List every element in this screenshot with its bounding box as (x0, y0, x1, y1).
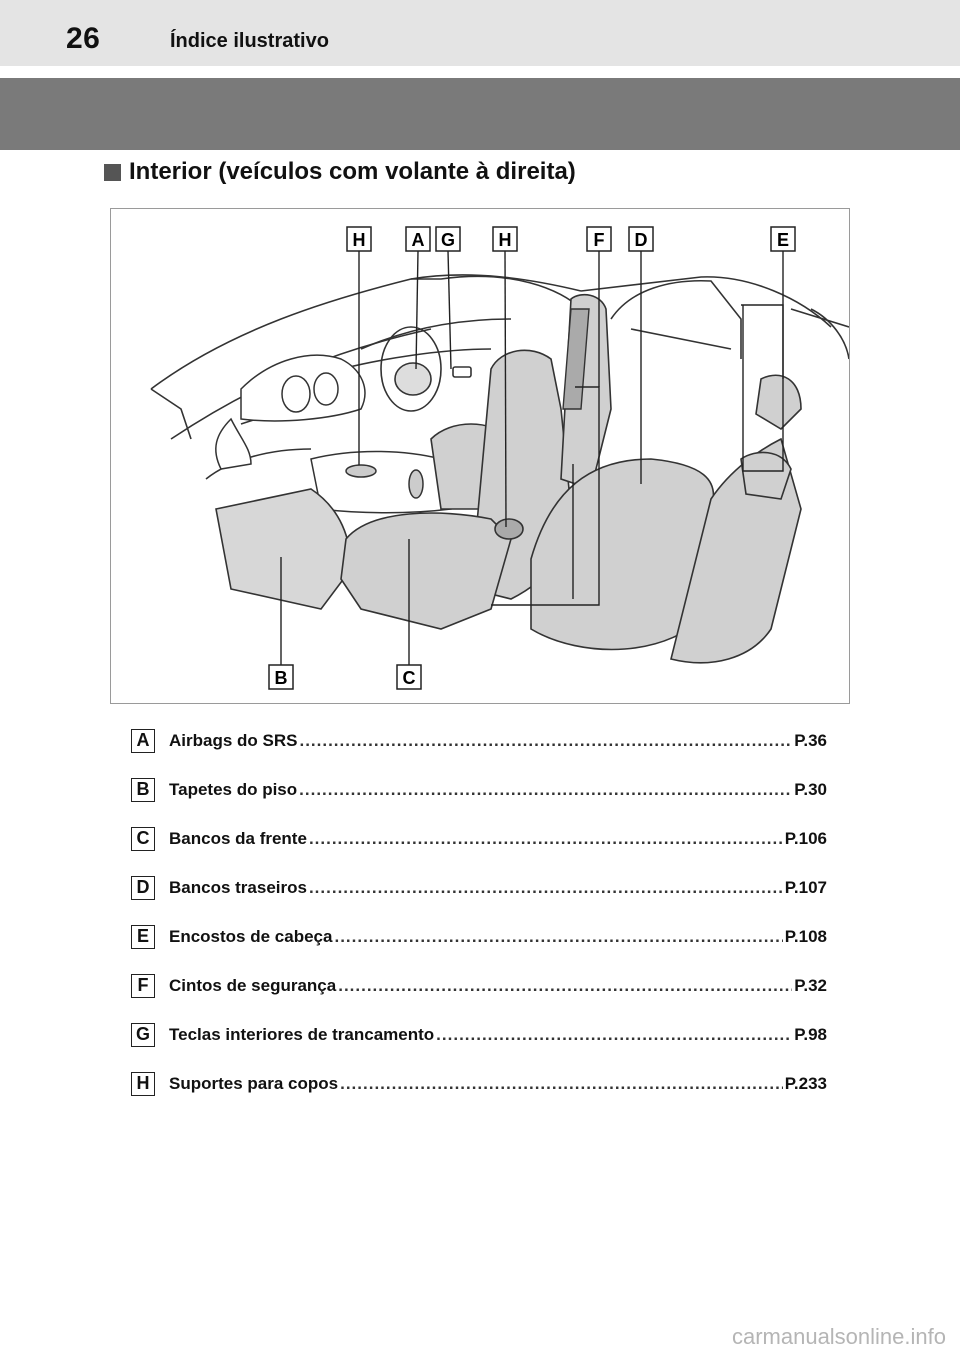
legend-item-c[interactable]: C Bancos da frente .....................… (131, 814, 827, 863)
callout-h-top-left: H (346, 226, 372, 252)
square-bullet-icon (104, 163, 121, 181)
letter-box: G (131, 1022, 155, 1047)
callout-e: E (770, 226, 796, 252)
dot-leader: ........................................… (436, 1024, 793, 1044)
callout-label: E (777, 230, 789, 250)
callout-d: D (628, 226, 654, 252)
letter-box: F (131, 973, 155, 998)
callout-label: F (594, 230, 605, 250)
legend-item-text: Airbags do SRS (169, 730, 298, 750)
callout-label: A (412, 230, 425, 250)
callout-g: G (435, 226, 461, 252)
page-reference[interactable]: P.108 (784, 926, 827, 946)
dot-leader: ........................................… (299, 730, 792, 750)
dot-leader: ........................................… (340, 1073, 783, 1093)
page-reference[interactable]: P.32 (794, 975, 827, 995)
steering-wheel (380, 326, 472, 412)
legend-item-d[interactable]: D Bancos traseiros .....................… (131, 863, 827, 912)
callout-leaders (280, 250, 784, 665)
running-title: Índice ilustrativo (170, 30, 329, 52)
center-console (310, 450, 452, 514)
legend-list: A Airbags do SRS .......................… (131, 716, 827, 1108)
callout-label: G (441, 230, 455, 250)
legend-item-text: Cintos de segurança (169, 975, 337, 995)
floor-mat (215, 488, 352, 610)
letter-box: E (131, 924, 155, 949)
page-reference[interactable]: P.30 (794, 779, 827, 799)
page-reference[interactable]: P.106 (784, 828, 827, 848)
page-reference[interactable]: P.98 (794, 1024, 827, 1044)
callout-h-top-right: H (492, 226, 518, 252)
dot-leader: ........................................… (308, 828, 783, 848)
callout-b: B (268, 664, 294, 690)
legend-item-f[interactable]: F Cintos de segurança ..................… (131, 961, 827, 1010)
callout-label: B (275, 668, 288, 688)
legend-item-text: Tapetes do piso (169, 779, 298, 799)
rear-seat (530, 374, 802, 664)
letter-box: D (131, 875, 155, 900)
letter-box: A (131, 728, 155, 753)
seat-belt (562, 308, 590, 410)
interior-illustration: H A G H F D E (110, 208, 850, 704)
legend-item-text: Encostos de cabeça (169, 926, 333, 946)
section-heading-text: Interior (veículos com volante à direita… (129, 158, 576, 185)
page-header: 26 Índice ilustrativo (0, 0, 960, 66)
letter-box: B (131, 777, 155, 802)
legend-item-text: Bancos da frente (169, 828, 307, 848)
page-reference[interactable]: P.233 (784, 1073, 827, 1093)
callout-f: F (586, 226, 612, 252)
legend-item-text: Suportes para copos (169, 1073, 339, 1093)
legend-item-h[interactable]: H Suportes para copos ..................… (131, 1059, 827, 1108)
callout-boxes: H A G H F D E (268, 226, 796, 690)
dot-leader: ........................................… (334, 926, 782, 946)
legend-item-text: Bancos traseiros (169, 877, 307, 897)
callout-a: A (405, 226, 431, 252)
callout-label: H (353, 230, 366, 250)
callout-label: C (403, 668, 416, 688)
dot-leader: ........................................… (299, 779, 792, 799)
page-reference[interactable]: P.36 (794, 730, 827, 750)
interior-drawing: H A G H F D E (150, 226, 849, 690)
page-number: 26 (66, 22, 101, 55)
legend-item-g[interactable]: G Teclas interiores de trancamento .....… (131, 1010, 827, 1059)
letter-box: C (131, 826, 155, 851)
legend-item-a[interactable]: A Airbags do SRS .......................… (131, 716, 827, 765)
header-band (0, 78, 960, 150)
watermark: carmanualsonline.info (731, 1324, 946, 1349)
legend-item-e[interactable]: E Encostos de cabeça ...................… (131, 912, 827, 961)
dot-leader: ........................................… (308, 877, 783, 897)
legend-item-b[interactable]: B Tapetes do piso ......................… (131, 765, 827, 814)
letter-box: H (131, 1071, 155, 1096)
car-body-outline (150, 274, 849, 480)
page-reference[interactable]: P.107 (784, 877, 827, 897)
section-heading: Interior (veículos com volante à direita… (104, 158, 576, 186)
dashboard (215, 354, 366, 470)
callout-c: C (396, 664, 422, 690)
callout-label: D (635, 230, 648, 250)
legend-item-text: Teclas interiores de trancamento (169, 1024, 435, 1044)
callout-label: H (499, 230, 512, 250)
dot-leader: ........................................… (338, 975, 792, 995)
